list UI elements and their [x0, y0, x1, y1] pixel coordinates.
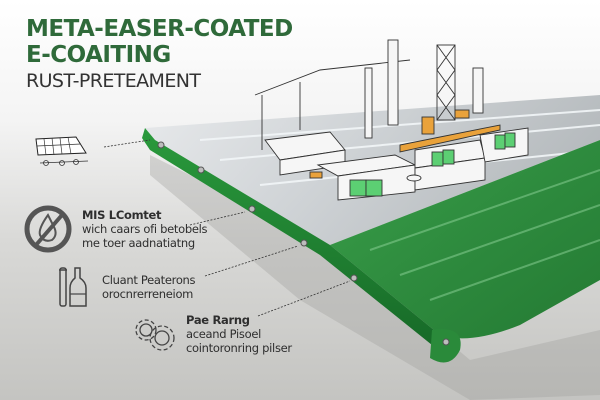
window — [494, 134, 506, 150]
window — [431, 151, 444, 167]
window — [504, 132, 516, 148]
green-coating-sheet — [330, 140, 600, 339]
green-edge — [142, 128, 440, 345]
rivet — [350, 274, 358, 282]
rolled-edge — [430, 329, 461, 363]
rivet — [157, 141, 165, 149]
factory-illustration — [254, 39, 529, 201]
window — [365, 179, 383, 197]
rivet — [300, 239, 308, 247]
rivet — [248, 205, 256, 213]
window — [442, 149, 455, 165]
rivets — [157, 141, 450, 346]
feature-solar — [32, 135, 90, 169]
gears-icon — [130, 314, 180, 354]
rivet — [442, 338, 450, 346]
rivet — [197, 166, 205, 174]
headline-line: META-EASER-COATED — [26, 16, 293, 42]
callout-lines — [103, 139, 351, 317]
feature-process: Pae Rarng aceand Pisoel cointoronring pi… — [130, 313, 292, 355]
feature-title: Cluant Peaterons — [102, 273, 196, 287]
no-water-drop-icon — [22, 203, 74, 255]
coating-sheen — [369, 169, 600, 301]
headline-line: E-COAITING — [26, 42, 171, 68]
feature-title: Pae Rarng — [186, 313, 250, 327]
feature-text: aceand Pisoel — [186, 327, 262, 341]
feature-chemical: Cluant Peaterons orocnrerreneiom — [58, 264, 196, 310]
feature-title: MIS LComtet — [82, 208, 162, 222]
solar-panel-icon — [32, 135, 90, 169]
feature-text: cointoronring pilser — [186, 341, 292, 355]
feature-text: me toer aadnatiatng — [82, 236, 195, 250]
headline: META-EASER-COATED E-COAITING — [26, 16, 293, 68]
feature-text: orocnrerreneiom — [102, 287, 194, 301]
bottles-icon — [58, 264, 88, 310]
window — [349, 179, 367, 197]
feature-text: wich caars ofi betobels — [82, 222, 208, 236]
feature-no-moisture: MIS LComtet wich caars ofi betobels me t… — [22, 203, 207, 255]
subheadline: RUST-PRETEAMENT — [26, 70, 201, 92]
